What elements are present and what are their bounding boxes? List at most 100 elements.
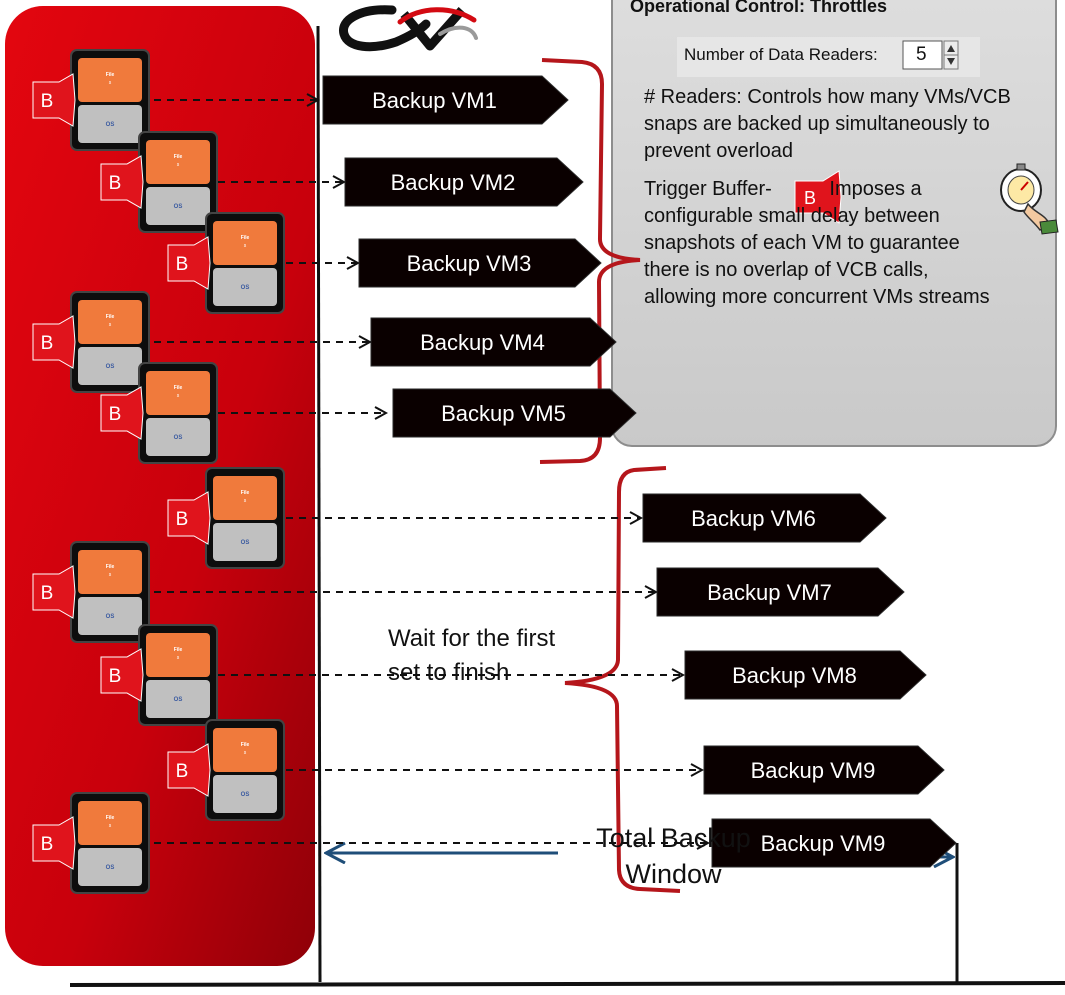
vm-file-sublabel: s [177, 393, 180, 399]
vm-os-block [78, 105, 142, 143]
backup-badge-label: B [109, 173, 122, 194]
vm-file-sublabel: s [109, 572, 112, 578]
vm-file-sublabel: s [177, 655, 180, 661]
trigger-buffer-label: Trigger Buffer- [644, 178, 772, 200]
vm-os-label: OS [174, 697, 183, 703]
vm-file-block [213, 728, 277, 772]
total-backup-window-label: Total Backup Window [596, 823, 751, 889]
vm-os-block [213, 268, 277, 306]
backup-badge [167, 236, 211, 290]
vm-os-block [146, 680, 210, 718]
backup-badge-label: B [109, 666, 122, 687]
vm-file-block [78, 801, 142, 845]
first-set-brace [539, 58, 641, 464]
vm-file-label: File [241, 235, 250, 241]
vm-os-label: OS [174, 435, 183, 441]
vm-os-label: OS [241, 285, 250, 291]
vm-file-sublabel: s [177, 162, 180, 168]
backup-badge [100, 155, 144, 209]
backup-badge-label: B [41, 333, 54, 354]
vm-file-block [146, 633, 210, 677]
backup-arrow-box [711, 818, 957, 868]
vm-file-label: File [106, 815, 115, 821]
vm-os-label: OS [241, 540, 250, 546]
vm-os-block [146, 418, 210, 456]
throttles-panel [611, 0, 1057, 447]
vm-file-block [213, 476, 277, 520]
vm-file-label: File [174, 385, 183, 391]
backup-arrow-box [344, 157, 584, 207]
company-logo [339, 5, 478, 52]
vm-file-block [146, 140, 210, 184]
backup-badge [32, 816, 76, 870]
backup-badge [167, 743, 211, 797]
trigger-buffer-text: Imposes a configurable small delay betwe… [644, 178, 990, 308]
spinner-up-icon [947, 45, 955, 52]
backup-label: Backup VM5 [441, 401, 566, 426]
panel-title: Operational Control: Throttles [630, 0, 888, 16]
backup-badge-label: B [176, 761, 189, 782]
vm-os-block [213, 523, 277, 561]
backup-label: Backup VM8 [732, 663, 857, 688]
timeline-baseline [69, 981, 1065, 987]
timeline-axis [316, 25, 322, 983]
backup-badge [100, 648, 144, 702]
vm-os-label: OS [241, 792, 250, 798]
stopwatch-icon [1000, 163, 1059, 235]
vm-file-sublabel: s [109, 322, 112, 328]
backup-arrow-box [642, 493, 887, 543]
data-readers-value: 5 [916, 44, 927, 65]
vm-file-label: File [106, 72, 115, 78]
vm-os-label: OS [106, 614, 115, 620]
backup-label: Backup VM4 [420, 330, 545, 355]
backup-arrow-box [370, 317, 617, 367]
backup-label: Backup VM7 [707, 580, 832, 605]
data-readers-spinner[interactable] [902, 40, 943, 70]
vm-file-block [78, 300, 142, 344]
backup-badge-label: B [109, 404, 122, 425]
vm-file-sublabel: s [244, 498, 247, 504]
backup-label: Backup VM2 [391, 170, 516, 195]
backup-badge-label: B [176, 254, 189, 275]
data-readers-label: Number of Data Readers: [684, 45, 878, 64]
backup-label: Backup VM3 [407, 251, 532, 276]
second-set-brace [564, 466, 681, 893]
vm-file-label: File [106, 314, 115, 320]
vm-icon: File sOS B [100, 362, 218, 464]
vm-os-block [78, 848, 142, 886]
vm-os-label: OS [106, 122, 115, 128]
vm-file-label: File [106, 564, 115, 570]
backup-badge [32, 315, 76, 369]
backup-arrow-box [656, 567, 905, 617]
vm-file-block [78, 550, 142, 594]
vm-os-block [146, 187, 210, 225]
vm-file-label: File [241, 742, 250, 748]
vm-file-label: File [174, 154, 183, 160]
vm-file-label: File [241, 490, 250, 496]
vm-file-label: File [174, 647, 183, 653]
vm-icon: File sOS B [167, 467, 285, 569]
backup-arrow-box [322, 75, 569, 125]
trigger-buffer-badge [794, 170, 842, 224]
backup-badge-label: B [176, 509, 189, 530]
backup-badge [100, 386, 144, 440]
vm-icon: File sOS B [100, 131, 218, 233]
vm-file-block [78, 58, 142, 102]
backup-label: Backup VM1 [372, 88, 497, 113]
vm-file-block [213, 221, 277, 265]
trigger-buffer-badge-label: B [804, 188, 816, 208]
vm-icon: File sOS B [100, 624, 218, 726]
backup-label: Backup VM9 [751, 758, 876, 783]
vm-file-sublabel: s [109, 80, 112, 86]
vm-os-block [78, 347, 142, 385]
vm-os-label: OS [174, 204, 183, 210]
backup-arrow-box [358, 238, 602, 288]
vm-os-label: OS [106, 865, 115, 871]
vm-icon: File sOS B [32, 541, 150, 643]
backup-badge-label: B [41, 583, 54, 604]
wait-note: Wait for the first set to finish [388, 625, 556, 686]
